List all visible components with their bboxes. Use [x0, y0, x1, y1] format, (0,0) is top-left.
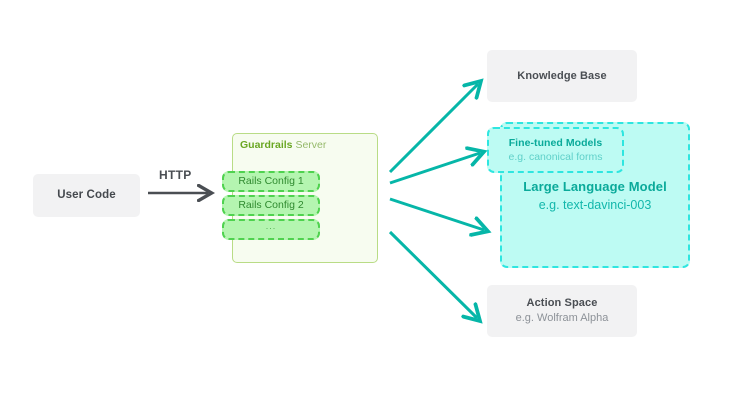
action-space-node: Action Space e.g. Wolfram Alpha	[487, 285, 637, 337]
rails-config-chip: Rails Config 1	[222, 171, 320, 192]
rails-config-chip: ...	[222, 219, 320, 240]
rails-config-label: Rails Config 1	[238, 175, 304, 187]
user-code-label: User Code	[57, 189, 116, 201]
http-label: HTTP	[159, 168, 192, 182]
guardrails-title-strong: Guardrails	[240, 139, 293, 151]
guardrails-title-light: Server	[292, 139, 327, 151]
knowledge-base-node: Knowledge Base	[487, 50, 637, 102]
arrow-to-fine-tuned-models	[389, 153, 480, 185]
rails-config-label: Rails Config 2	[238, 199, 304, 211]
large-language-model-subtitle: e.g. text-davinci-003	[538, 197, 652, 212]
guardrails-server-title: Guardrails Server	[240, 138, 326, 152]
rails-config-label: ...	[265, 221, 277, 231]
fine-tuned-models-node: Fine-tuned Models e.g. canonical forms	[487, 127, 624, 173]
fine-tuned-models-subtitle: e.g. canonical forms	[508, 150, 603, 163]
large-language-model-title: Large Language Model	[523, 178, 667, 194]
action-space-title: Action Space	[526, 297, 598, 309]
arrow-to-action-space	[388, 230, 477, 318]
rails-config-chip: Rails Config 2	[222, 195, 320, 216]
arrow-to-knowledge-base	[388, 84, 478, 174]
action-space-subtitle: e.g. Wolfram Alpha	[515, 312, 609, 324]
user-code-node: User Code	[33, 174, 140, 217]
arrow-to-large-language-model	[389, 197, 484, 230]
fine-tuned-models-title: Fine-tuned Models	[508, 136, 603, 149]
knowledge-base-title: Knowledge Base	[517, 69, 607, 82]
